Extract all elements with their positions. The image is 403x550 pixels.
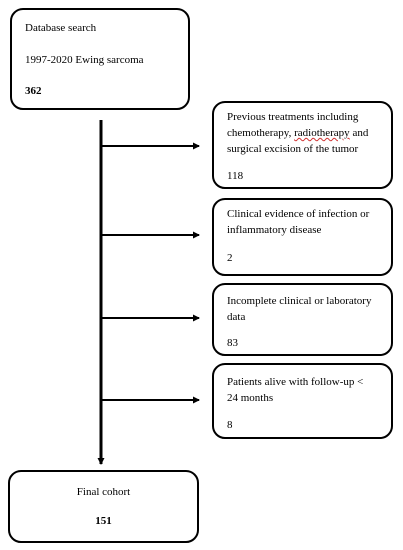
database-search-title: Database search: [25, 22, 97, 34]
exclusion-4-line-1: Patients alive with follow-up <: [227, 376, 364, 388]
exclusion-3-line-1: Incomplete clinical or laboratory: [227, 295, 372, 307]
database-search-box: Database search 1997-2020 Ewing sarcoma …: [10, 8, 190, 110]
exclusion-3-count: 83: [227, 337, 238, 349]
exclusion-2-line-2: inflammatory disease: [227, 224, 322, 236]
exclusion-1-line-3: surgical excision of the tumor: [227, 143, 359, 155]
exclusion-box-incomplete-data: Incomplete clinical or laboratory data 8…: [212, 283, 393, 356]
exclusion-1-line-2c: and: [349, 127, 369, 139]
exclusion-4-line-2: 24 months: [227, 392, 274, 404]
exclusion-2-count: 2: [227, 252, 233, 264]
exclusion-2-line-1: Clinical evidence of infection or: [227, 208, 370, 220]
exclusion-box-follow-up: Patients alive with follow-up < 24 month…: [212, 363, 393, 439]
exclusion-1-line-2: chemotherapy, radiotherapy and: [227, 126, 368, 141]
exclusion-1-line-2a: chemotherapy,: [227, 127, 295, 139]
exclusion-4-count: 8: [227, 419, 233, 431]
exclusion-1-count: 118: [227, 170, 244, 182]
exclusion-3-line-2: data: [227, 311, 246, 323]
database-search-count: 362: [25, 85, 42, 97]
database-search-range: 1997-2020 Ewing sarcoma: [25, 54, 144, 66]
final-cohort-count: 151: [95, 515, 112, 527]
exclusion-1-line-1: Previous treatments including: [227, 111, 359, 123]
final-cohort-title: Final cohort: [76, 486, 131, 498]
exclusion-box-previous-treatments: Previous treatments including chemothera…: [212, 101, 393, 189]
exclusion-1-line-2b: radiotherapy: [294, 127, 350, 139]
final-cohort-box: Final cohort 151: [8, 470, 199, 543]
exclusion-box-infection: Clinical evidence of infection or inflam…: [212, 198, 393, 276]
